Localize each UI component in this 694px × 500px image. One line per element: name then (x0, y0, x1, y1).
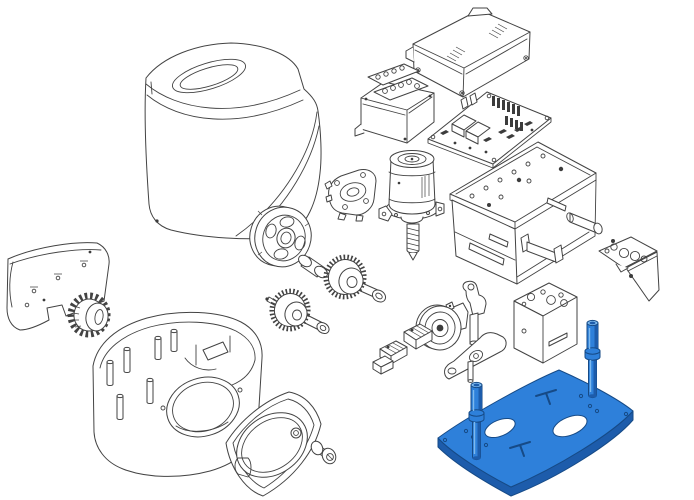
drive-pinion-gear (67, 292, 111, 338)
release-lever (444, 280, 507, 383)
hood-handle-recess (172, 58, 246, 94)
terminal-pins (492, 96, 523, 131)
chassis-spacer (520, 233, 564, 264)
vent-slots (446, 23, 508, 62)
lock-cylinder (310, 440, 337, 465)
release-door-cover (225, 391, 322, 497)
plate-slot-right (552, 414, 588, 438)
plate-t-slots (509, 389, 557, 457)
mounting-chassis (449, 141, 603, 285)
relays (451, 114, 491, 145)
plate-top-face (437, 369, 634, 488)
foundation-base-plate[interactable] (437, 369, 634, 497)
control-board (427, 91, 552, 169)
electric-motor-with-worm (378, 150, 445, 261)
transformer (354, 63, 435, 144)
chassis-roller (566, 212, 603, 235)
housing-posts (106, 328, 178, 420)
anchor-bolt-front[interactable] (468, 381, 485, 461)
electronics-box-cover (405, 7, 531, 98)
gear-shaft-assembly-upper (298, 254, 387, 303)
worm-screw (406, 223, 420, 261)
motor-flange-bracket (324, 169, 377, 222)
gearbox-housing (92, 311, 263, 477)
angle-bracket-front (513, 282, 578, 364)
limit-switch-blocks (372, 323, 433, 375)
angle-bracket-right (598, 236, 660, 302)
plate-slot-left (484, 417, 516, 439)
bearing-flange-wheel (249, 205, 312, 268)
gear-shaft-assembly-lower (265, 288, 330, 335)
